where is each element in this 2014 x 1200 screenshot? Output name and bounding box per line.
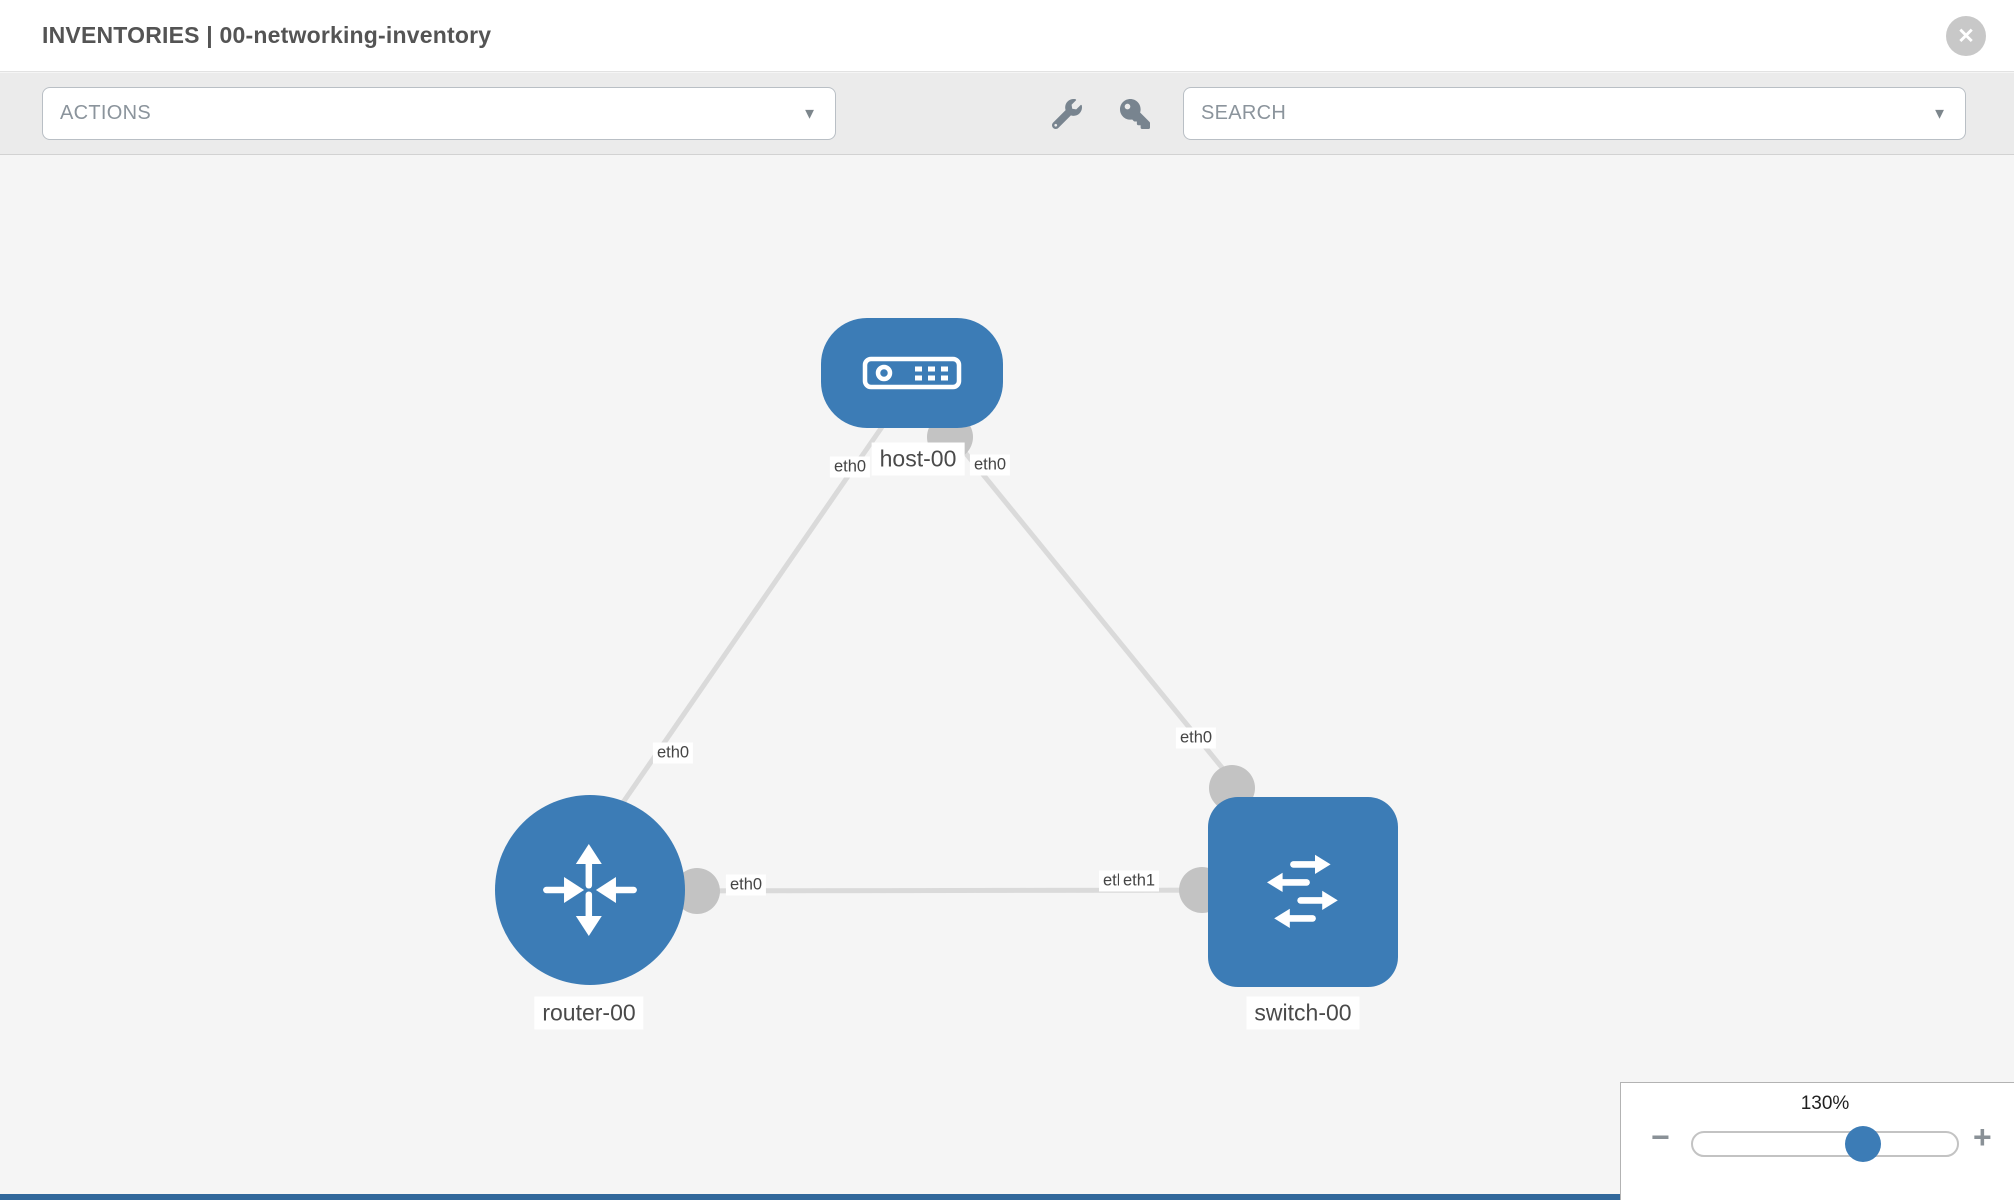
interface-label: eth0 bbox=[829, 456, 871, 478]
interface-label: eth1 bbox=[1119, 870, 1160, 892]
close-button[interactable]: ✕ bbox=[1946, 16, 1986, 56]
inventory-name: 00-networking-inventory bbox=[219, 22, 492, 48]
switch-icon bbox=[1267, 854, 1338, 928]
zoom-in-button[interactable]: + bbox=[1973, 1119, 1992, 1155]
chevron-down-icon: ▼ bbox=[1932, 105, 1947, 122]
node-host-00[interactable] bbox=[821, 318, 1003, 428]
interface-label: eth0 bbox=[652, 742, 694, 764]
footer-strip bbox=[0, 1194, 1620, 1200]
topology-canvas[interactable]: eth0 eth0 eth0 eth0 eth0 eth0 eth1 host-… bbox=[0, 156, 2014, 1200]
wrench-icon bbox=[1052, 99, 1082, 129]
interface-label: eth0 bbox=[1175, 727, 1217, 749]
zoom-slider-knob[interactable] bbox=[1845, 1126, 1881, 1162]
router-icon bbox=[543, 843, 637, 937]
zoom-panel: 130% − + bbox=[1620, 1082, 2014, 1200]
interface-label: eth0 bbox=[969, 454, 1011, 476]
links-layer bbox=[601, 414, 1291, 914]
breadcrumb-section: INVENTORIES bbox=[42, 22, 200, 48]
credentials-button[interactable] bbox=[1116, 95, 1154, 133]
endpoint-router-eth0[interactable] bbox=[674, 868, 720, 914]
zoom-slider-track[interactable] bbox=[1691, 1131, 1959, 1157]
interface-label: eth0 bbox=[725, 874, 767, 896]
node-label-switch: switch-00 bbox=[1246, 996, 1360, 1030]
toolbar: ACTIONS ▼ SEARCH ▼ bbox=[0, 73, 2014, 155]
actions-dropdown-label: ACTIONS bbox=[60, 102, 151, 124]
configure-button[interactable] bbox=[1048, 95, 1086, 133]
chevron-down-icon: ▼ bbox=[802, 105, 817, 122]
node-router-00[interactable] bbox=[495, 795, 685, 985]
close-icon: ✕ bbox=[1957, 24, 1975, 48]
actions-dropdown[interactable]: ACTIONS ▼ bbox=[42, 87, 836, 140]
node-label-router: router-00 bbox=[534, 996, 644, 1030]
node-label-host: host-00 bbox=[871, 442, 965, 476]
zoom-level: 130% bbox=[1800, 1093, 1850, 1114]
search-dropdown-label: SEARCH bbox=[1201, 102, 1287, 124]
link-host-router[interactable] bbox=[601, 422, 887, 832]
page-title: INVENTORIES | 00-networking-inventory bbox=[42, 22, 491, 49]
node-switch-00[interactable] bbox=[1208, 797, 1398, 987]
host-icon bbox=[862, 356, 962, 390]
zoom-out-button[interactable]: − bbox=[1651, 1119, 1670, 1155]
breadcrumb-separator: | bbox=[206, 22, 213, 48]
search-dropdown[interactable]: SEARCH ▼ bbox=[1183, 87, 1966, 140]
panel-header: INVENTORIES | 00-networking-inventory ✕ bbox=[0, 0, 2014, 72]
key-icon bbox=[1120, 99, 1150, 129]
